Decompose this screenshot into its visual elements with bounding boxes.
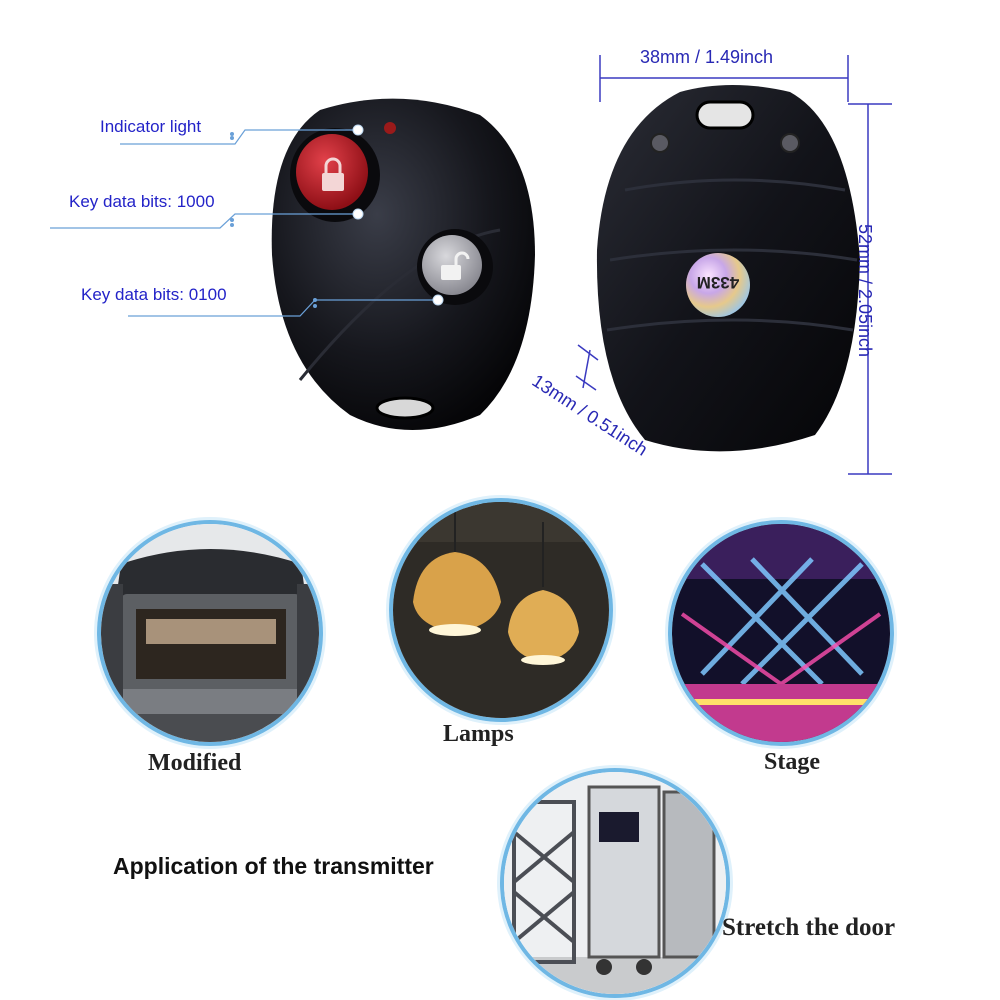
key-data-1000-label: Key data bits: 1000	[69, 192, 215, 211]
application-heading: Application of the transmitter	[113, 853, 434, 879]
door-label: Stretch the door	[722, 914, 896, 941]
lamps-image	[389, 498, 613, 722]
remote-back	[596, 85, 860, 452]
lock-button[interactable]	[290, 128, 380, 222]
remote-front	[271, 98, 535, 431]
screw-icon	[650, 133, 670, 153]
unlock-button[interactable]	[417, 229, 493, 305]
keyring-slot	[695, 100, 755, 130]
width-dimension: 38mm / 1.49inch	[640, 47, 774, 67]
dimension-lines	[575, 55, 892, 475]
stage-label: Stage	[764, 749, 820, 775]
indicator-light-label: Indicator light	[100, 117, 202, 136]
indicator-led	[384, 122, 396, 134]
stage-image	[668, 520, 894, 746]
key-data-0100-label: Key data bits: 0100	[81, 285, 227, 304]
height-dimension: 52mm / 2.05inch	[855, 223, 876, 358]
door-image	[500, 768, 730, 998]
unlock-icon	[441, 265, 461, 280]
lock-icon	[322, 173, 344, 191]
lamps-label: Lamps	[443, 721, 514, 747]
keyring-hole	[375, 396, 435, 420]
callout-lines	[50, 124, 444, 317]
modified-image	[97, 520, 323, 746]
433m-badge	[686, 253, 750, 317]
modified-label: Modified	[148, 750, 242, 776]
screw-icon	[780, 133, 800, 153]
